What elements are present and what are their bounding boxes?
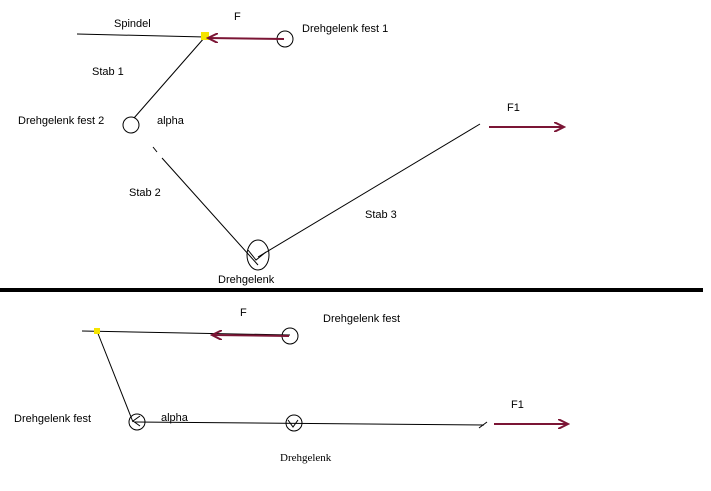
joint-angle-mark (247, 249, 267, 261)
force-label-bottom: F (240, 307, 247, 319)
force-label-top: F (234, 11, 241, 23)
joint-label-bottom: Drehgelenk (280, 452, 332, 464)
joint-ellipse (246, 239, 270, 271)
stab-1-line-bottom (96, 330, 134, 423)
force-1-label-bottom: F1 (511, 399, 524, 411)
stab-2-line-a (152, 146, 158, 153)
angle-label-top: alpha (157, 115, 185, 127)
fixed-joint-2-label: Drehgelenk fest 2 (18, 115, 104, 127)
stab-2-label: Stab 2 (129, 187, 161, 199)
fixed-joint-left-circle (128, 413, 146, 431)
stab-3-label: Stab 3 (365, 209, 397, 221)
force-1-label-top: F1 (507, 102, 520, 114)
fixed-joint-left-angle-mark (132, 415, 141, 427)
spindel-joint-marker-bottom (94, 328, 100, 334)
stab-1-line (133, 36, 206, 119)
spindel-joint-marker (201, 32, 209, 40)
stab-1-label: Stab 1 (92, 66, 124, 78)
force-arrow-top (208, 38, 285, 39)
stab-end-tick (478, 421, 488, 429)
fixed-joint-left-label: Drehgelenk fest (14, 413, 91, 425)
stab-2-line (161, 157, 259, 266)
fixed-joint-right-label: Drehgelenk fest (323, 313, 400, 325)
force-arrow-bottom (212, 335, 290, 336)
joint-circle-bottom (285, 414, 303, 432)
angle-label-bottom: alpha (161, 412, 189, 424)
spindel-label: Spindel (114, 18, 151, 30)
joint-label-top: Drehgelenk (218, 274, 275, 286)
stab-3-line (257, 123, 481, 258)
joint-bottom-angle-mark (287, 419, 299, 428)
fixed-joint-2-circle (122, 116, 140, 134)
stab-line-bottom (134, 421, 485, 426)
spindel-line-bottom (81, 330, 291, 336)
spindel-line (76, 33, 206, 38)
fixed-joint-1-label: Drehgelenk fest 1 (302, 23, 388, 35)
